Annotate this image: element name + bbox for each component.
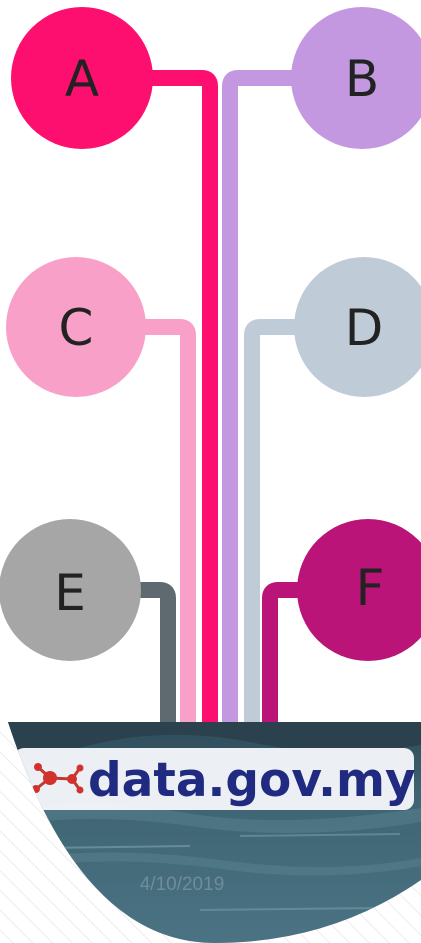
connectors [140,70,298,730]
connector-d [244,319,297,730]
node-c: C [6,257,146,397]
logo-banner [14,748,414,810]
node-e-label: E [54,564,86,622]
connector-f [262,582,298,730]
wave-mid [8,803,421,834]
wave-streak-3 [199,907,381,911]
node-c-circle [6,257,146,397]
wave-top [8,722,421,754]
node-a: A [11,7,153,149]
node-b: B [291,7,421,149]
connector-e [140,582,176,730]
node-a-circle [11,7,153,149]
node-d: D [294,257,421,397]
node-c-label: C [59,299,94,357]
connector-b [222,70,292,730]
node-f-circle [297,519,421,661]
date-text: 4/10/2019 [140,874,225,895]
connector-c [144,319,196,730]
node-f: F [297,519,421,661]
node-a-label: A [65,50,99,108]
connector-a [150,70,218,730]
node-b-circle [291,7,421,149]
nodes: A B C D E F [0,7,421,661]
node-f-label: F [356,559,385,617]
wave-streak-2 [239,833,401,837]
node-b-label: B [345,50,379,108]
node-d-circle [294,257,421,397]
node-d-label: D [345,299,384,357]
node-e: E [0,519,141,661]
wave-streak-1 [39,845,191,849]
node-e-circle [0,519,141,661]
wave-low [8,852,421,876]
molecule-network-icon [32,763,84,794]
logo-text: data.gov.my [88,753,416,808]
